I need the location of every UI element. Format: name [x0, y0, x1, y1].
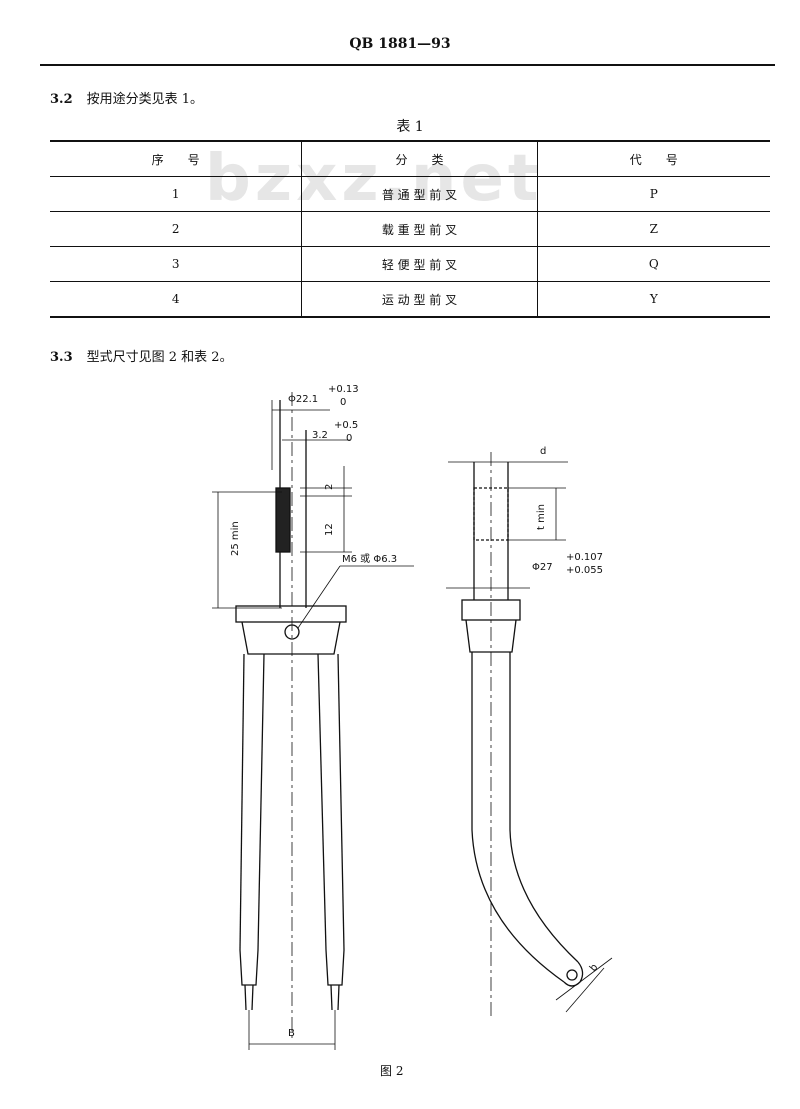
- dim-b: b: [588, 962, 601, 974]
- table-header-cell: 序 号: [151, 152, 200, 167]
- table-cell: 轻 便 型 前 叉: [301, 246, 538, 282]
- dim-line: [565, 967, 605, 1013]
- left-blade-outer: [239, 653, 245, 951]
- dim-d: d: [540, 446, 546, 457]
- table-cell: 载 重 型 前 叉: [301, 211, 538, 247]
- dim-B: B: [288, 1028, 295, 1039]
- side-blade-back: [509, 652, 579, 963]
- dim-12: 12: [324, 523, 335, 536]
- table-cell: 3: [171, 257, 180, 271]
- right-blade-inner: [317, 653, 327, 951]
- left-dropout-tip: [251, 984, 254, 1011]
- table-cell: 2: [171, 222, 180, 236]
- table-header-cell: 代 号: [536, 141, 770, 177]
- page-header-standard-number: QB 1881—93: [349, 36, 451, 52]
- dim-phi22-tol-lower: 0: [340, 397, 346, 408]
- dim-phi22: Φ22.1: [288, 394, 318, 405]
- dim-phi27-tol-upper: +0.107: [566, 552, 603, 563]
- section-3-2: 3.2 按用途分类见表 1。: [50, 88, 203, 107]
- right-dropout-tip: [337, 984, 340, 1011]
- section-3-3-number: 3.3: [50, 350, 73, 365]
- left-blade-inner: [257, 653, 265, 951]
- fork-crown-top: [235, 605, 347, 623]
- table-row: 4 运 动 型 前 叉 Y: [50, 281, 770, 317]
- dimension-labels: Φ22.1 +0.13 0 3.2 +0.5 0 25 min 12 2 M6 …: [230, 384, 603, 1039]
- section-3-2-number: 3.2: [50, 92, 73, 107]
- table-cell: P: [536, 176, 770, 212]
- thread-section: [275, 487, 291, 553]
- left-dropout: [239, 949, 259, 986]
- table-cell: Y: [536, 281, 770, 317]
- table-cell: 运 动 型 前 叉: [301, 281, 538, 317]
- table-1-caption: 表 1: [396, 119, 424, 135]
- header-rule: [40, 64, 775, 66]
- dim-3-2: 3.2: [312, 430, 328, 441]
- fork-technical-drawing: Φ22.1 +0.13 0 3.2 +0.5 0 25 min 12 2 M6 …: [212, 384, 613, 1050]
- table-header-row: 序 号 分 类 代 号: [50, 141, 770, 177]
- axle-slot: [566, 969, 578, 981]
- dim-m6: M6 或 Φ6.3: [342, 553, 397, 565]
- right-dropout: [325, 949, 345, 986]
- figure-2-caption: 图 2: [380, 1064, 404, 1078]
- table-header-cell: 分 类: [301, 141, 538, 177]
- right-blade-outer: [337, 653, 345, 951]
- section-3-2-text: 按用途分类见表 1。: [86, 92, 204, 107]
- left-dropout-tip: [244, 984, 247, 1011]
- fork-crown-body: [241, 621, 341, 655]
- table-cell: 普 通 型 前 叉: [301, 176, 538, 212]
- fork-side-view: [446, 452, 613, 1020]
- table-row: 2 载 重 型 前 叉 Z: [50, 211, 770, 247]
- dim-phi27-tol-lower: +0.055: [566, 565, 603, 576]
- table-cell: 4: [171, 292, 180, 306]
- dim-3-2-tol-upper: +0.5: [334, 420, 358, 431]
- dim-phi22-tol-upper: +0.13: [328, 384, 359, 395]
- table-cell: 1: [171, 187, 180, 201]
- table-cell: Q: [536, 246, 770, 282]
- side-blade-front: [471, 652, 565, 983]
- section-3-3: 3.3 型式尺寸见图 2 和表 2。: [50, 346, 233, 365]
- table-cell: Z: [536, 211, 770, 247]
- table-row: 1 普 通 型 前 叉 P: [50, 176, 770, 212]
- section-3-3-text: 型式尺寸见图 2 和表 2。: [86, 350, 233, 365]
- dim-2: 2: [324, 484, 335, 490]
- dim-line: [555, 957, 613, 1001]
- leader-line: [297, 565, 341, 629]
- fork-front-view: [212, 392, 414, 1050]
- table-row: 3 轻 便 型 前 叉 Q: [50, 246, 770, 282]
- table-1: 序 号 分 类 代 号 1 普 通 型 前 叉 P 2 载 重 型 前 叉 Z …: [50, 140, 770, 318]
- dim-phi27: Φ27: [532, 562, 553, 573]
- right-dropout-tip: [330, 984, 333, 1011]
- dim-3-2-tol-lower: 0: [346, 433, 352, 444]
- dim-25-min: 25 min: [230, 521, 241, 556]
- dim-t-min: t min: [536, 504, 547, 530]
